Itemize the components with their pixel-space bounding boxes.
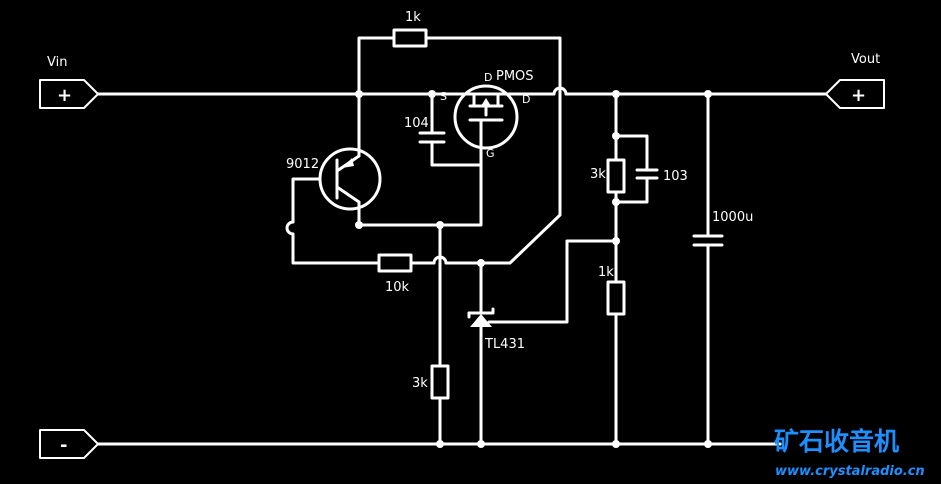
resistor-1k-top-label: 1k [405,10,421,25]
tl431-regulator [467,239,618,446]
resistor-1k-divider-label: 1k [598,265,614,280]
watermark-url: www.crystalradio.cn [775,464,925,479]
vin-terminal-sign: + [57,85,72,106]
vin-terminal[interactable]: + [39,79,99,109]
capacitor-104-label: 104 [404,116,429,131]
pmos-pin-gate-label: G [486,147,495,160]
capacitor-103-label: 103 [663,169,688,184]
pmos-pin-drain-label: D [522,93,530,106]
resistor-10k [377,253,483,273]
pnp-transistor-label: 9012 [286,157,319,172]
divider-network [606,92,659,446]
capacitor-104 [418,92,483,167]
vout-label: Vout [851,52,880,67]
resistor-3k-left-label: 3k [412,376,428,391]
pmos-label: PMOS [496,69,534,84]
vout-terminal[interactable]: + [825,79,885,109]
pnp-transistor-9012 [285,92,483,265]
watermark-title: 矿石收音机 [774,427,899,456]
vout-terminal-sign: + [851,85,866,106]
tl431-label: TL431 [484,337,525,352]
pmos-transistor [453,84,520,167]
rails [96,86,828,446]
resistor-3k-divider-label: 3k [590,167,606,182]
gnd-terminal-sign: - [60,435,67,456]
resistor-3k-left [430,223,450,446]
gnd-terminal[interactable]: - [39,429,99,459]
capacitor-1000u-label: 1000u [712,210,753,225]
capacitor-1000u [692,92,724,446]
resistor-1k-top [357,28,562,265]
vin-label: Vin [47,55,67,70]
resistor-10k-label: 10k [385,280,410,295]
pmos-pin-top-label: D [484,71,492,84]
pmos-pin-source-label: S [440,90,447,103]
junction-dots [355,90,712,448]
